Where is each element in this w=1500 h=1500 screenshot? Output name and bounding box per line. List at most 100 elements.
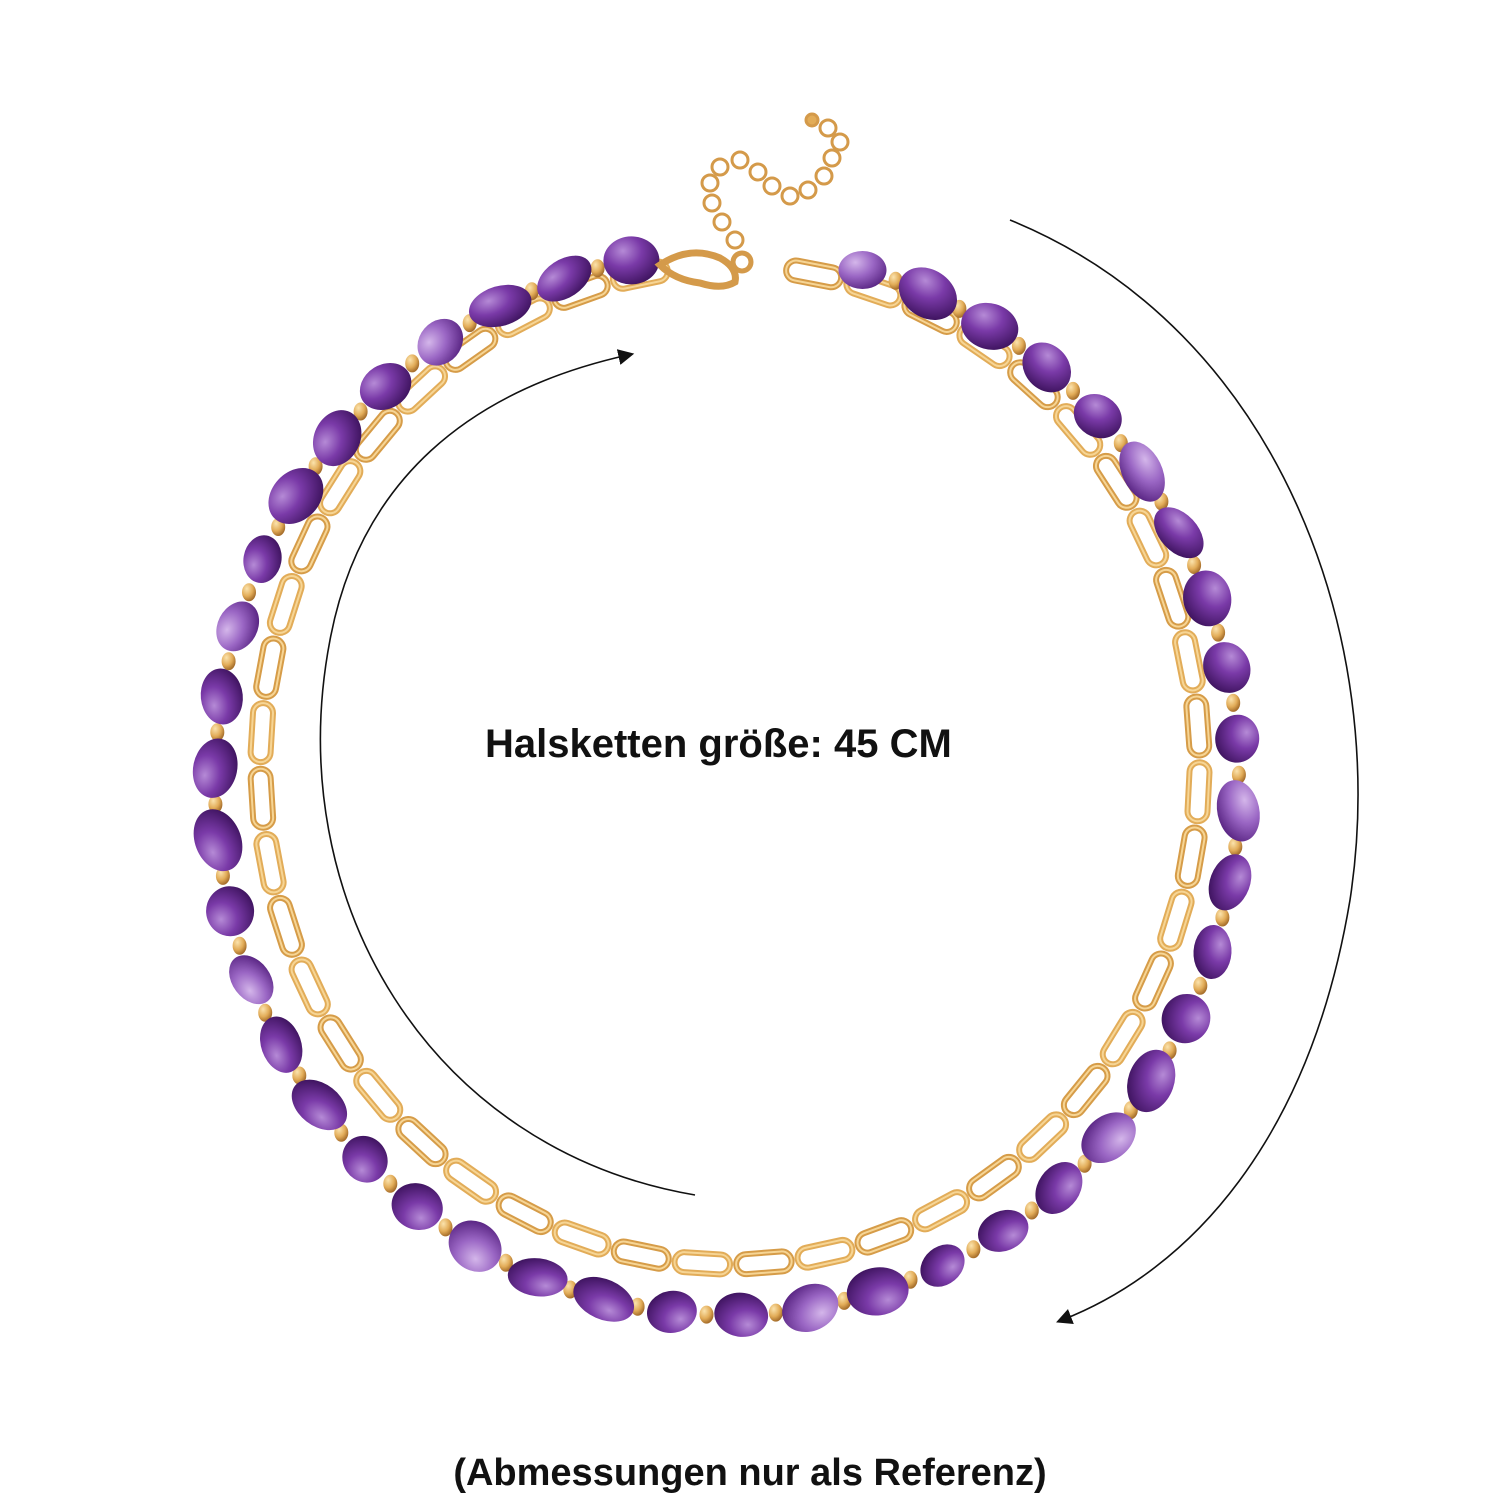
amethyst-stone — [468, 284, 532, 328]
necklace-size-label: Halsketten größe: 45 CM — [485, 722, 952, 766]
amethyst-stone — [1073, 393, 1122, 439]
amethyst-stone — [846, 1267, 909, 1316]
chain-link — [785, 259, 843, 289]
chain-link — [1101, 1010, 1144, 1066]
chain-link — [317, 1014, 364, 1073]
gold-bead — [768, 1303, 783, 1322]
amethyst-stone — [1127, 1049, 1176, 1113]
reference-note: (Abmessungen nur als Referenz) — [453, 1452, 1047, 1494]
amethyst-stone — [1193, 925, 1232, 979]
gold-bead — [1011, 336, 1026, 355]
amethyst-stone — [646, 1290, 697, 1334]
gold-bead — [1193, 976, 1208, 995]
amethyst-stone — [229, 955, 274, 1005]
chain-link — [268, 575, 303, 634]
chain-link — [444, 327, 497, 371]
amethyst-stone — [417, 318, 464, 366]
gold-bead — [699, 1305, 714, 1324]
chain-link — [1159, 890, 1193, 950]
amethyst-stone — [1119, 441, 1165, 502]
chain-link — [673, 1251, 732, 1276]
amethyst-stone — [206, 886, 255, 937]
chain-link — [1062, 1064, 1109, 1117]
extender-link — [700, 173, 720, 193]
chain-link — [1060, 1062, 1111, 1119]
amethyst-stone — [961, 302, 1019, 350]
amethyst-stone — [537, 255, 592, 302]
extender-link — [798, 180, 818, 200]
extender-link — [818, 118, 838, 138]
amethyst-stone — [1022, 342, 1072, 393]
chain-link — [966, 1153, 1022, 1202]
chain-link — [266, 573, 305, 636]
gold-bead — [630, 1297, 645, 1316]
chain-link — [612, 1240, 670, 1270]
chain-link — [317, 458, 364, 517]
amethyst-stone — [200, 668, 243, 725]
amethyst-stone — [1081, 1112, 1136, 1164]
extender-link — [814, 166, 834, 186]
extender-link — [780, 186, 800, 206]
amethyst-stone — [260, 1016, 303, 1073]
extender-chain — [700, 112, 850, 272]
chain-link — [1186, 761, 1211, 823]
chain-link — [355, 1069, 402, 1121]
chain-link — [1176, 826, 1206, 887]
chain-link — [796, 1238, 854, 1269]
chain-link — [445, 1159, 498, 1203]
gold-bead — [966, 1240, 981, 1259]
chain-link — [497, 1194, 552, 1234]
amethyst-stone — [312, 410, 362, 467]
gold-beads — [208, 259, 1246, 1324]
gold-bead — [1226, 693, 1241, 712]
gold-bead — [292, 1066, 307, 1085]
gold-bead — [1211, 623, 1226, 642]
gold-bead — [1228, 837, 1243, 856]
chain-link — [854, 1217, 915, 1256]
gold-bead — [215, 866, 230, 885]
extender-link — [732, 252, 752, 272]
chain-link — [553, 1221, 610, 1256]
gold-bead — [221, 652, 236, 671]
chain-link — [914, 1191, 969, 1231]
extender-link — [762, 176, 782, 196]
amethyst-stone — [920, 1244, 965, 1287]
amethyst-stone — [1183, 570, 1232, 627]
chain-link — [249, 702, 274, 764]
chain-link — [269, 896, 303, 956]
amethyst-stone — [1161, 993, 1211, 1044]
chain-link — [1016, 1111, 1070, 1163]
gold-bead — [498, 1253, 513, 1272]
chain-link — [1155, 568, 1190, 628]
amethyst-stone — [603, 236, 660, 285]
amethyst-stone — [193, 809, 243, 872]
gold-bead — [405, 354, 420, 373]
chain-link — [267, 894, 305, 958]
amethyst-stone — [838, 250, 887, 290]
chain-link — [1018, 1113, 1068, 1161]
gold-bead — [258, 1003, 273, 1022]
amethyst-stone — [291, 1079, 348, 1131]
gold-bead — [383, 1174, 398, 1193]
gold-bead — [232, 936, 247, 955]
amethyst-stone — [192, 738, 238, 798]
gold-bead — [242, 583, 256, 602]
amethyst-stone — [898, 267, 957, 320]
extender-link — [830, 132, 850, 152]
gold-bead — [1187, 556, 1202, 574]
chain-link — [319, 460, 362, 515]
gold-bead — [208, 795, 223, 814]
extender-link — [730, 150, 750, 170]
extender-link — [702, 193, 722, 213]
chain-link — [319, 1016, 362, 1071]
gold-bead — [1066, 381, 1080, 400]
amethyst-stone — [243, 535, 282, 583]
chain-link — [735, 1250, 793, 1276]
extender-link — [748, 162, 768, 182]
amethyst-stone — [448, 1220, 502, 1272]
chain-link — [1157, 888, 1195, 952]
amethyst-stone — [782, 1283, 839, 1333]
amethyst-stone — [1208, 854, 1252, 911]
amethyst-stone — [978, 1209, 1029, 1252]
